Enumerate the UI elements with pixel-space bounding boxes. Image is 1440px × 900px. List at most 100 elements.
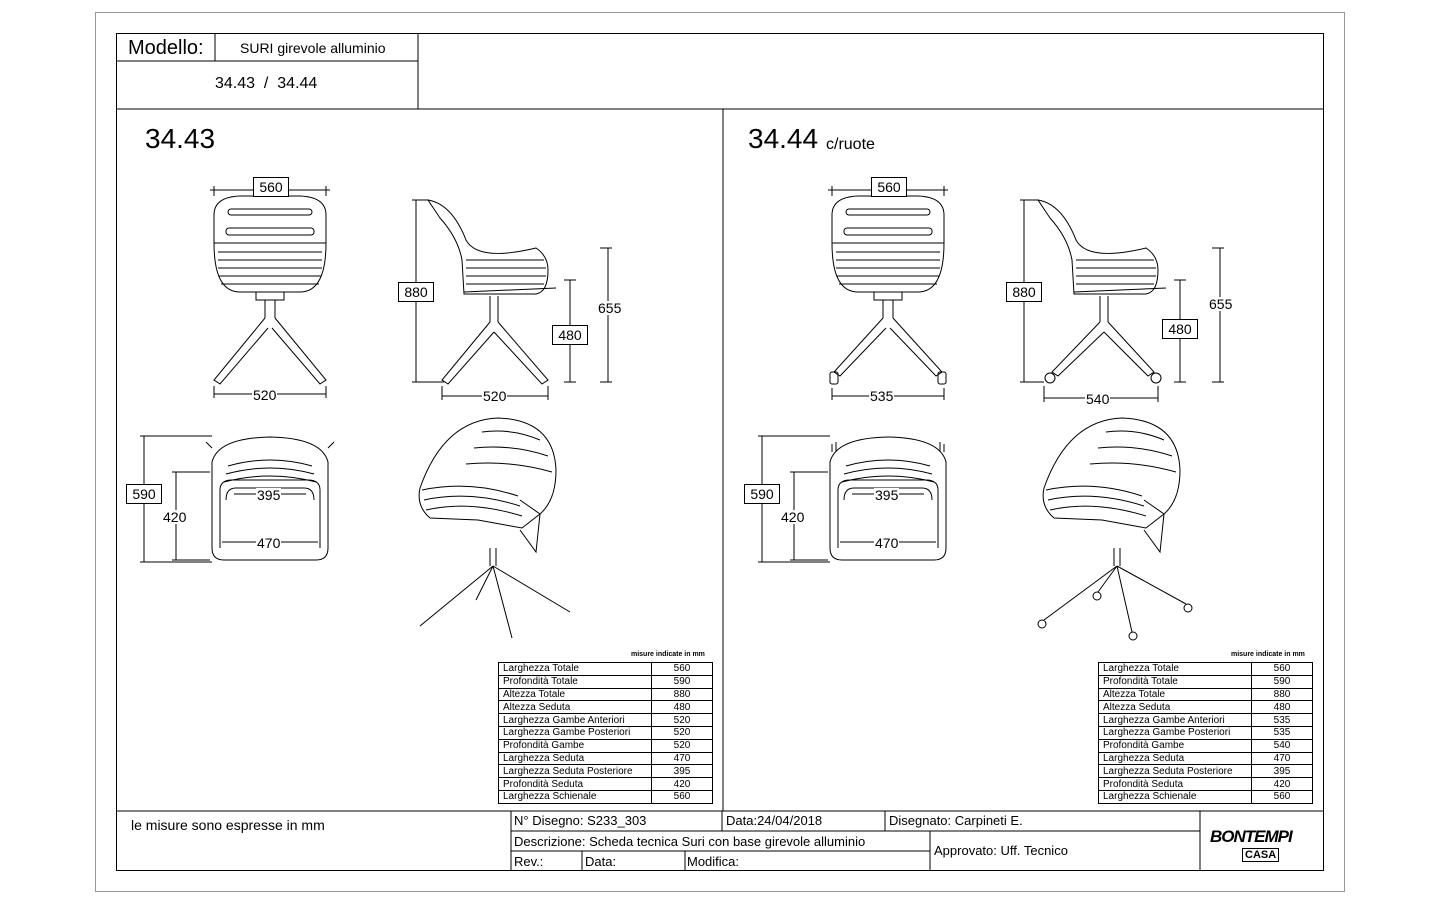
spec-label: Larghezza Seduta Posteriore [1098,764,1252,779]
spec-label: Profondità Seduta [1098,777,1252,791]
top-view-34-44 [758,435,947,563]
spec-label: Larghezza Seduta [1098,751,1252,766]
drawn-by: Disegnato: Carpineti E. [889,813,1023,828]
dim-height-total-r: 880 [1006,282,1042,302]
spec-label: Altezza Seduta [498,700,652,715]
spec-value: 560 [1251,662,1313,676]
description: Descrizione: Scheda tecnica Suri con bas… [514,834,866,849]
dim-height-arm-r: 655 [1208,296,1234,312]
dim-depth-total-r: 590 [744,484,780,504]
dim-seat-height-r: 480 [1162,319,1198,339]
spec-label: Larghezza Schienale [498,789,652,804]
spec-value: 420 [1251,777,1313,791]
spec-label: Profondità Totale [1098,674,1252,689]
model-codes: 34.43 / 34.44 [215,75,318,92]
revision-label: Rev.: [514,854,544,869]
perspective-view-34-44 [1037,417,1193,641]
dim-height-arm: 655 [597,300,623,316]
model-name: SURI girevole alluminio [240,40,386,56]
spec-label: Profondità Gambe [498,738,652,753]
dim-seat-rear-width: 395 [256,487,282,503]
dim-depth-total: 590 [126,484,162,504]
spec-value: 535 [1251,725,1313,740]
spec-value: 560 [651,662,713,676]
perspective-view-34-43 [418,417,571,639]
spec-label: Altezza Totale [1098,687,1252,702]
dim-seat-rear-width-r: 395 [874,487,900,503]
spec-label: Altezza Seduta [1098,700,1252,715]
dim-seat-height: 480 [552,325,588,345]
brand-logo-bottom: CASA [1242,848,1280,862]
dim-side-base-r: 540 [1085,391,1111,407]
spec-value: 395 [1251,764,1313,779]
spec-label: Profondità Totale [498,674,652,689]
modification-label: Modifica: [687,854,740,869]
drawing-number: N° Disegno: S233_303 [514,813,647,828]
dim-front-width-r: 560 [871,177,907,197]
side-view-34-43 [412,199,612,400]
dim-seat-depth-r: 420 [780,509,806,525]
front-view-34-43 [210,186,330,398]
approved-by: Approvato: Uff. Tecnico [934,843,1068,858]
spec-value: 590 [651,674,713,689]
dim-front-base: 520 [252,387,278,403]
spec-value: 520 [651,713,713,727]
spec-label: Profondità Gambe [1098,738,1252,753]
spec-label: Larghezza Gambe Anteriori [1098,713,1252,727]
dim-front-base-r: 535 [869,388,895,404]
spec-value: 470 [1251,751,1313,766]
drawing-date: Data:24/04/2018 [726,813,823,828]
spec-label: Larghezza Gambe Anteriori [498,713,652,727]
unit-note-right: misure indicate in mm [1231,651,1305,658]
view-subtitle-34-44: c/ruote [826,136,875,153]
spec-label: Larghezza Seduta [498,751,652,766]
spec-value: 880 [1251,687,1313,702]
dim-front-width: 560 [253,177,289,197]
spec-label: Larghezza Totale [498,662,652,676]
spec-label: Larghezza Schienale [1098,789,1252,804]
brand-logo-top: BONTEMPI [1210,827,1293,846]
model-label: Modello: [128,37,204,59]
dim-seat-width: 470 [256,535,282,551]
spec-label: Larghezza Seduta Posteriore [498,764,652,779]
view-title-34-44: 34.44 [748,123,819,154]
spec-value: 420 [651,777,713,791]
spec-value: 540 [1251,738,1313,753]
spec-label: Profondità Seduta [498,777,652,791]
spec-value: 560 [651,789,713,804]
front-view-34-44 [828,186,948,400]
unit-note-left: misure indicate in mm [631,651,705,658]
spec-value: 535 [1251,713,1313,727]
spec-value: 395 [651,764,713,779]
spec-value: 480 [651,700,713,715]
spec-value: 480 [1251,700,1313,715]
dim-seat-depth: 420 [162,509,188,525]
spec-value: 520 [651,738,713,753]
dim-height-total: 880 [398,282,434,302]
top-view-34-43 [140,435,335,563]
spec-value: 470 [651,751,713,766]
drawing-sheet [95,12,1345,892]
